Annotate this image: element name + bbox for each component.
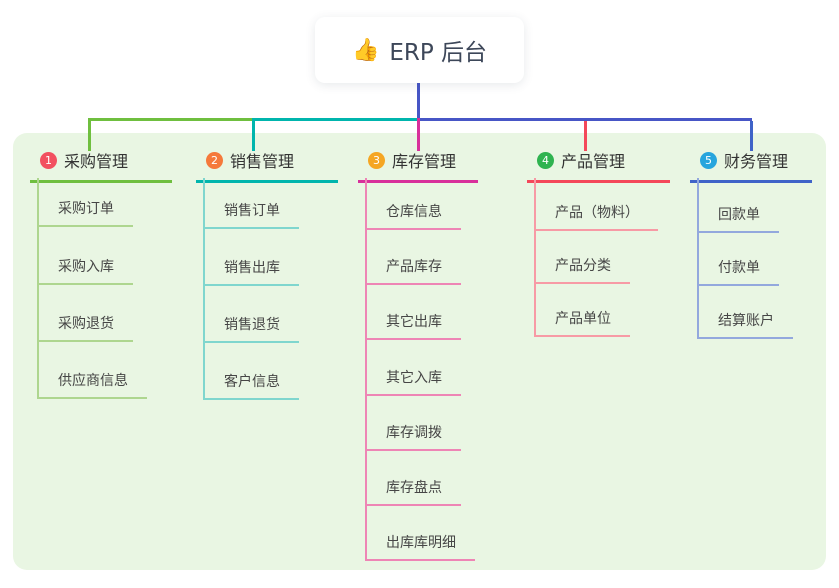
node-label: 库存盘点 <box>386 480 442 496</box>
branch-spine-line <box>697 178 699 337</box>
node-sales-order[interactable]: 销售订单 <box>203 197 299 229</box>
node-payment-bill[interactable]: 付款单 <box>697 254 779 286</box>
node-product-unit[interactable]: 产品单位 <box>534 305 630 337</box>
node-label: 其它出库 <box>386 314 442 330</box>
root-node[interactable]: 👍 ERP 后台 <box>315 17 524 83</box>
node-label: 仓库信息 <box>386 204 442 220</box>
branch-spine-line <box>365 178 367 559</box>
node-purchase-return[interactable]: 采购退货 <box>37 310 133 342</box>
bus-line-sales <box>252 118 418 121</box>
node-label: 产品分类 <box>555 258 611 274</box>
node-label: 客户信息 <box>224 374 280 390</box>
node-label: 销售订单 <box>224 203 280 219</box>
node-outbound-detail[interactable]: 出库库明细 <box>365 529 475 561</box>
bus-line-right <box>418 118 752 121</box>
branch-title-inventory[interactable]: 3 库存管理 <box>358 148 478 183</box>
node-label: 结算账户 <box>718 313 774 329</box>
branch-title-label: 库存管理 <box>392 152 457 171</box>
node-other-inbound[interactable]: 其它入库 <box>365 364 461 396</box>
node-label: 产品（物料） <box>555 205 639 221</box>
node-product-material[interactable]: 产品（物料） <box>534 199 658 231</box>
branch-title-sales[interactable]: 2 销售管理 <box>196 148 338 183</box>
node-label: 库存调拨 <box>386 425 442 441</box>
stub-line-inventory <box>417 118 420 151</box>
node-sales-outbound[interactable]: 销售出库 <box>203 254 299 286</box>
branch-title-purchase[interactable]: 1 采购管理 <box>30 148 172 183</box>
node-label: 供应商信息 <box>58 373 128 389</box>
node-label: 其它入库 <box>386 370 442 386</box>
branch-spine-line <box>203 178 205 398</box>
branch-spine-line <box>37 178 39 397</box>
node-settlement-account[interactable]: 结算账户 <box>697 307 793 339</box>
node-product-category[interactable]: 产品分类 <box>534 252 630 284</box>
branch-number-badge: 2 <box>206 151 223 169</box>
node-label: 采购订单 <box>58 201 114 217</box>
node-sales-return[interactable]: 销售退货 <box>203 311 299 343</box>
node-label: 销售退货 <box>224 317 280 333</box>
root-connector-line <box>417 83 420 119</box>
stub-line-finance <box>750 121 753 151</box>
branch-title-label: 采购管理 <box>64 152 129 171</box>
node-customer-info[interactable]: 客户信息 <box>203 368 299 400</box>
node-label: 产品库存 <box>386 259 442 275</box>
branch-spine-line <box>534 178 536 335</box>
node-label: 出库库明细 <box>386 535 456 551</box>
branch-number-badge: 1 <box>40 151 57 169</box>
node-label: 采购退货 <box>58 316 114 332</box>
node-warehouse-info[interactable]: 仓库信息 <box>365 198 461 230</box>
thumbs-up-icon: 👍 <box>351 37 380 63</box>
node-label: 付款单 <box>718 260 760 276</box>
node-stock-transfer[interactable]: 库存调拨 <box>365 419 461 451</box>
branch-title-product[interactable]: 4 产品管理 <box>527 148 670 183</box>
node-label: 回款单 <box>718 207 760 223</box>
node-supplier-info[interactable]: 供应商信息 <box>37 367 147 399</box>
stub-line-product <box>584 121 587 151</box>
node-purchase-inbound[interactable]: 采购入库 <box>37 253 133 285</box>
branch-title-label: 销售管理 <box>230 152 295 171</box>
stub-line-sales <box>252 118 255 151</box>
node-stock-count[interactable]: 库存盘点 <box>365 474 461 506</box>
branch-title-label: 产品管理 <box>561 152 626 171</box>
branch-title-label: 财务管理 <box>724 152 789 171</box>
node-label: 采购入库 <box>58 259 114 275</box>
branch-number-badge: 4 <box>537 151 554 169</box>
node-product-stock[interactable]: 产品库存 <box>365 253 461 285</box>
root-node-label: ERP 后台 <box>389 40 488 66</box>
node-label: 产品单位 <box>555 311 611 327</box>
node-label: 销售出库 <box>224 260 280 276</box>
branches-background-panel <box>13 133 826 570</box>
node-receipt-bill[interactable]: 回款单 <box>697 201 779 233</box>
node-other-outbound[interactable]: 其它出库 <box>365 308 461 340</box>
stub-line-purchase <box>88 118 91 151</box>
bus-line-purchase <box>88 118 254 121</box>
node-purchase-order[interactable]: 采购订单 <box>37 195 133 227</box>
branch-number-badge: 3 <box>368 151 385 169</box>
branch-title-finance[interactable]: 5 财务管理 <box>690 148 812 183</box>
branch-number-badge: 5 <box>700 151 717 169</box>
